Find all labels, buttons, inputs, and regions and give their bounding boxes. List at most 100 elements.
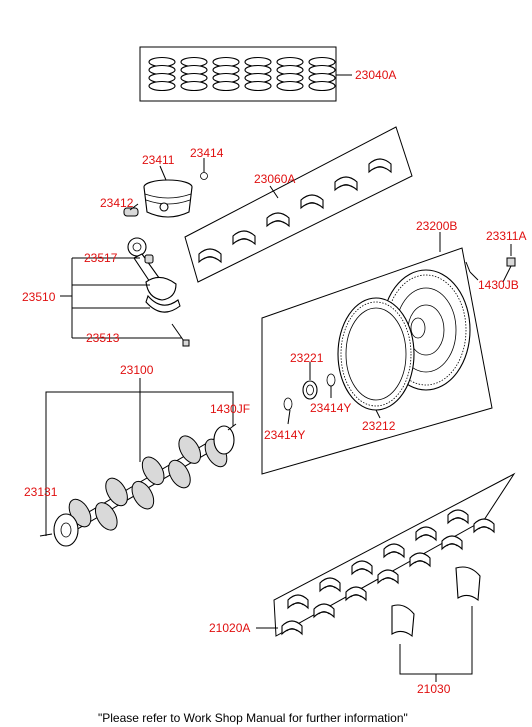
- main-shell-outer: [441, 535, 463, 551]
- main-bearing-shell: [415, 526, 437, 542]
- crank-key: [39, 533, 53, 537]
- crank-dowel: [227, 423, 237, 431]
- leader-crank-frame: [45, 391, 234, 536]
- main-shell-groove: [478, 526, 490, 530]
- main-shell-outer: [409, 552, 431, 568]
- snap-ring: [200, 172, 208, 180]
- main-bearing-shell: [281, 620, 303, 636]
- flywheel-group: 23200B 23311A 1430JB 23221 23414Y 23414Y…: [261, 219, 526, 475]
- crank-web: [178, 435, 202, 464]
- main-shell-outer: [351, 560, 373, 576]
- bearing-shell-groove: [339, 184, 353, 188]
- label-retainer-ring: 23414Y: [310, 401, 351, 415]
- bearing-shell-groove: [203, 256, 217, 260]
- flywheel-bolt-head: [506, 257, 516, 267]
- piston-group: 23411 23414 23412: [100, 146, 224, 218]
- crankshaft-group: 23100 1430JF 23131: [24, 363, 250, 547]
- label-snap-ring: 23414: [190, 146, 224, 160]
- thrust-bearing-group: 21030: [391, 566, 481, 696]
- main-shell-groove: [292, 602, 304, 606]
- main-bearing-shell: [345, 586, 367, 602]
- label-dowel-crank: 1430JF: [210, 402, 250, 416]
- bearing-shell: [334, 176, 358, 192]
- crankshaft-nose: [60, 522, 72, 538]
- piston-pin: [123, 207, 139, 217]
- leader-bearing-upper: [269, 185, 279, 199]
- main-shell-groove: [324, 585, 336, 589]
- crank-web: [168, 459, 191, 489]
- main-shell-groove: [452, 517, 464, 521]
- bearing-shell: [198, 248, 222, 264]
- piston-ring-sets: [148, 56, 336, 92]
- label-rings: 23040A: [355, 68, 396, 82]
- label-bearing-upper: 23060A: [254, 172, 295, 186]
- main-shell-outer: [415, 526, 437, 542]
- piston-pin-hole: [159, 202, 169, 212]
- bearing-shell-groove: [305, 202, 319, 206]
- main-bearing-shell: [473, 518, 495, 534]
- retainer-ring: [326, 373, 336, 387]
- conrod-big-end: [145, 276, 177, 301]
- main-shell-outer: [383, 543, 405, 559]
- conrod-bearing-insert: [144, 254, 154, 264]
- piston-ring: [148, 80, 176, 92]
- flywheel-dowel: [465, 261, 471, 273]
- label-key: 23131: [24, 485, 58, 499]
- ring-gear-teeth: [340, 301, 412, 407]
- main-shell-outer: [473, 518, 495, 534]
- leader-dowel-fw: [469, 271, 479, 281]
- bearing-shell-outer: [198, 248, 222, 264]
- flywheel-teeth: [385, 274, 467, 386]
- main-bearing-shell: [319, 577, 341, 593]
- piston-ring: [180, 80, 208, 92]
- piston-ring: [276, 80, 304, 92]
- piston-body: [143, 186, 193, 218]
- label-conrod-assy: 23510: [22, 290, 56, 304]
- label-conrod-bolt: 23513: [86, 331, 120, 345]
- bearing-shell-outer: [232, 230, 256, 246]
- label-pin: 23412: [100, 196, 134, 210]
- main-bearing-shell: [351, 560, 373, 576]
- main-bearing-shell: [441, 535, 463, 551]
- main-bearing-shells: [281, 509, 495, 636]
- main-shell-groove: [350, 594, 362, 598]
- bearing-shell-groove: [373, 166, 387, 170]
- main-shell-groove: [446, 543, 458, 547]
- main-shell-outer: [281, 620, 303, 636]
- crank-web: [131, 480, 155, 510]
- crankshaft-webs: [68, 435, 228, 531]
- piston-groove: [144, 193, 192, 199]
- flywheel-box: [261, 247, 493, 475]
- bearing-shell: [368, 158, 392, 174]
- main-shell-groove: [318, 611, 330, 615]
- bushing: [302, 380, 318, 400]
- main-shell-groove: [382, 577, 394, 581]
- crankshaft-flange: [213, 425, 235, 455]
- piston-rings-group: 23040A: [139, 46, 396, 102]
- main-shell-groove: [356, 568, 368, 572]
- conrod-bolt-nut: [182, 339, 190, 347]
- main-shell-outer: [377, 569, 399, 585]
- bearing-shell: [266, 212, 290, 228]
- main-shell-groove: [388, 551, 400, 555]
- piston-rings-box: [139, 46, 337, 102]
- bearing-upper-group: 23060A: [184, 126, 413, 283]
- label-retainer-ring-2: 23414Y: [264, 428, 305, 442]
- main-bearing-shell: [409, 552, 431, 568]
- label-bushing: 23221: [290, 351, 324, 365]
- connecting-rod-group: 23517 23510 23513: [22, 237, 190, 347]
- footer-note: "Please refer to Work Shop Manual for fu…: [98, 711, 408, 725]
- bearing-shell-outer: [368, 158, 392, 174]
- piston-ring: [212, 80, 240, 92]
- main-shell-groove: [286, 628, 298, 632]
- flywheel-bore: [410, 317, 426, 339]
- leader-piston: [159, 165, 167, 181]
- bearing-shell: [300, 194, 324, 210]
- main-shell-outer: [287, 594, 309, 610]
- retainer-ring-2: [283, 397, 293, 411]
- piston-ring: [244, 80, 272, 92]
- piston-ring: [308, 80, 336, 92]
- main-shell-outer: [319, 577, 341, 593]
- leader-pin: [129, 203, 139, 211]
